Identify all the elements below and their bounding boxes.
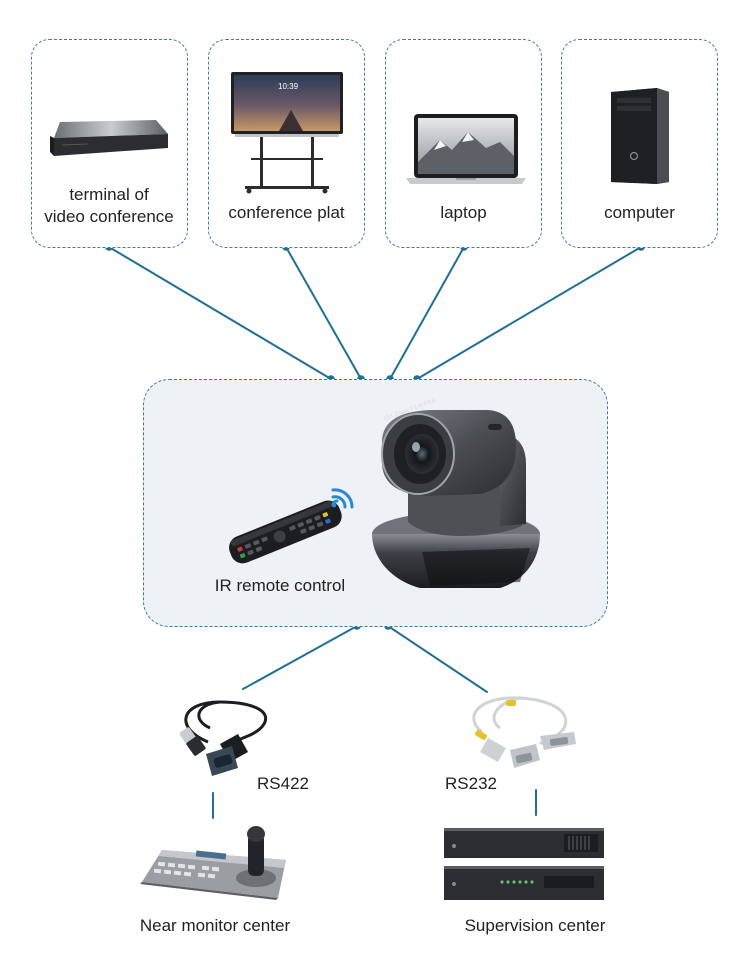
terminal-label-2: video conference xyxy=(44,207,174,226)
link-laptop xyxy=(389,246,465,380)
link-terminal xyxy=(108,246,332,380)
desktop-tower-icon xyxy=(611,88,669,184)
wireless-signal-icon xyxy=(331,488,354,509)
screen-time: 10:39 xyxy=(278,82,299,91)
video-conference-terminal-icon xyxy=(50,120,168,156)
ir-remote-icon xyxy=(229,500,342,564)
terminal-label-1: terminal of xyxy=(69,185,149,204)
link-conference-plat xyxy=(285,246,362,380)
rack-server-icon xyxy=(444,828,604,900)
rs232-cable-icon xyxy=(472,696,576,768)
usb-rs422-cable-icon xyxy=(180,700,268,776)
link-rs232 xyxy=(387,625,488,693)
laptop-label: laptop xyxy=(440,203,487,222)
link-computer xyxy=(416,246,642,380)
computer-label: computer xyxy=(604,203,675,222)
supervision-label: Supervision center xyxy=(464,916,606,935)
ptz-joystick-keyboard-icon xyxy=(140,826,286,900)
laptop-icon xyxy=(406,114,526,184)
near-monitor-label: Near monitor center xyxy=(139,916,291,935)
rs232-label: RS232 xyxy=(445,774,497,793)
link-rs422 xyxy=(242,625,358,690)
ptz-camera-icon xyxy=(372,410,540,588)
rs422-label: RS422 xyxy=(257,774,309,793)
conference-plat-label: conference plat xyxy=(228,203,345,222)
camera-panel xyxy=(143,379,608,627)
ir-remote-label: IR remote control xyxy=(214,576,346,595)
interactive-display-icon xyxy=(231,72,343,194)
